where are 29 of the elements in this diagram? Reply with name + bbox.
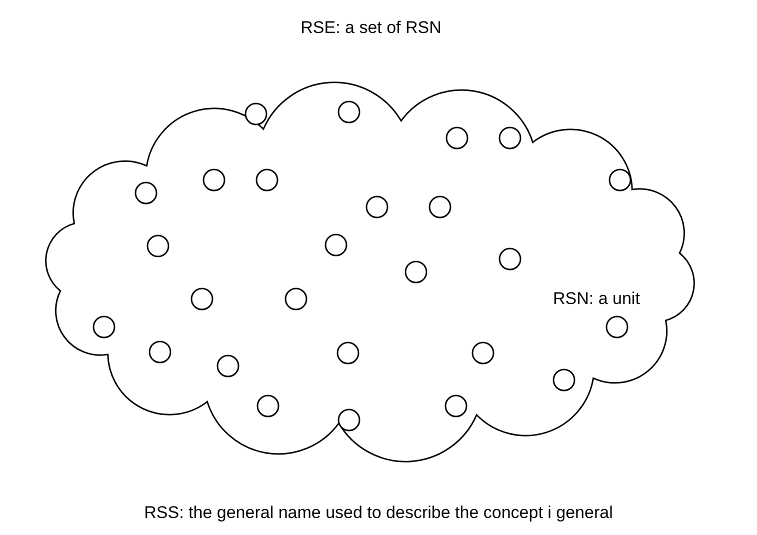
unit-circle [605,315,629,339]
unit-circle [608,168,632,192]
unit-circle [202,168,226,192]
unit-circle [255,168,279,192]
unit-circle [444,394,468,418]
unit-circle [552,368,576,392]
cloud-heading: RSE: a set of RSN [300,18,442,38]
unit-circle [256,394,280,418]
unit-circle [216,354,240,378]
unit-circle [148,340,172,364]
unit-circle [284,287,308,311]
unit-circle [190,287,214,311]
unit-circle [498,247,522,271]
unit-circle [337,408,361,432]
unit-circle [324,233,348,257]
unit-circle [337,100,361,124]
caption: RSS: the general name used to describe the concept i general [143,503,614,524]
unit-circle [146,234,170,258]
unit-label: RSN: a unit [553,289,640,310]
unit-circle [498,126,522,150]
unit-circle [134,181,158,205]
unit-circle [92,315,116,339]
unit-circle [428,195,452,219]
unit-circle [336,341,360,365]
unit-circle [471,341,495,365]
unit-circle [244,102,268,126]
unit-circle [445,126,469,150]
unit-circle [365,195,389,219]
unit-circle [404,260,428,284]
